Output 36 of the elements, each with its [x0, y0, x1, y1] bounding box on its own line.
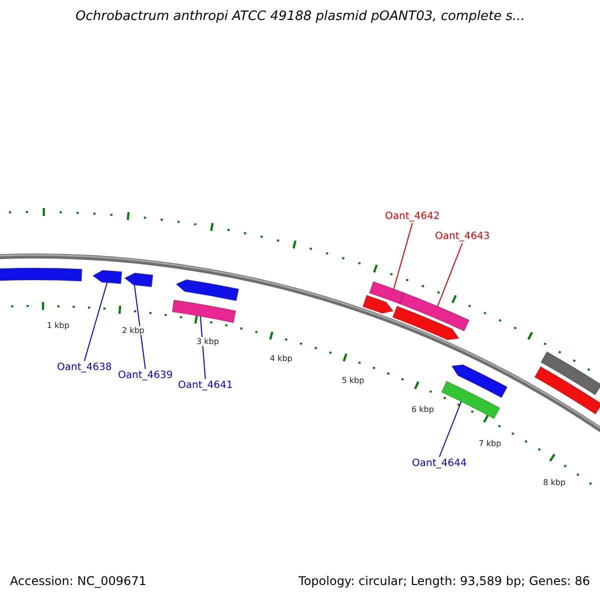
leader-line: [134, 284, 146, 370]
leader-line: [438, 401, 462, 458]
leader-line: [84, 282, 108, 362]
summary-text: Topology: circular; Length: 93,589 bp; Genes: 86: [298, 574, 590, 588]
gene-label: Oant_4644: [412, 458, 467, 469]
gene-label: Oant_4642: [385, 211, 440, 222]
gene-marker: [392, 306, 460, 340]
gene-marker: [92, 270, 122, 284]
gene-bar: [540, 351, 600, 396]
scale-label: 2 kbp: [121, 326, 146, 336]
scale-label: 1 kbp: [46, 321, 70, 330]
gene-label: Oant_4641: [178, 380, 233, 391]
scale-label: 6 kbp: [410, 404, 435, 414]
gene-marker: [124, 272, 154, 288]
accession-text: Accession: NC_009671: [10, 574, 146, 588]
gene-label: Oant_4638: [57, 362, 112, 373]
gene-bar: [441, 380, 500, 419]
gene-bar: [369, 281, 404, 304]
scale-label: 4 kbp: [268, 354, 294, 363]
gene-marker: [0, 268, 82, 282]
scale-label: 8 kbp: [542, 478, 566, 487]
gene-label: Oant_4643: [435, 231, 490, 242]
gene-marker: [362, 294, 394, 314]
gene-label: Oant_4639: [118, 370, 173, 381]
gene-bar: [534, 366, 600, 414]
scale-label: 3 kbp: [196, 337, 220, 346]
title: Ochrobactrum anthropi ATCC 49188 plasmid pOANT03, complete s...: [76, 9, 525, 24]
gene-bar: [172, 300, 236, 324]
leader-line: [437, 242, 463, 307]
leader-line: [393, 222, 413, 290]
scale-label: 5 kbp: [340, 376, 366, 386]
leader-line: [200, 316, 206, 380]
scale-label: 7 kbp: [478, 438, 502, 448]
gene-bar: [399, 292, 470, 332]
gene-marker: [176, 279, 240, 302]
gene-marker: [451, 364, 508, 398]
